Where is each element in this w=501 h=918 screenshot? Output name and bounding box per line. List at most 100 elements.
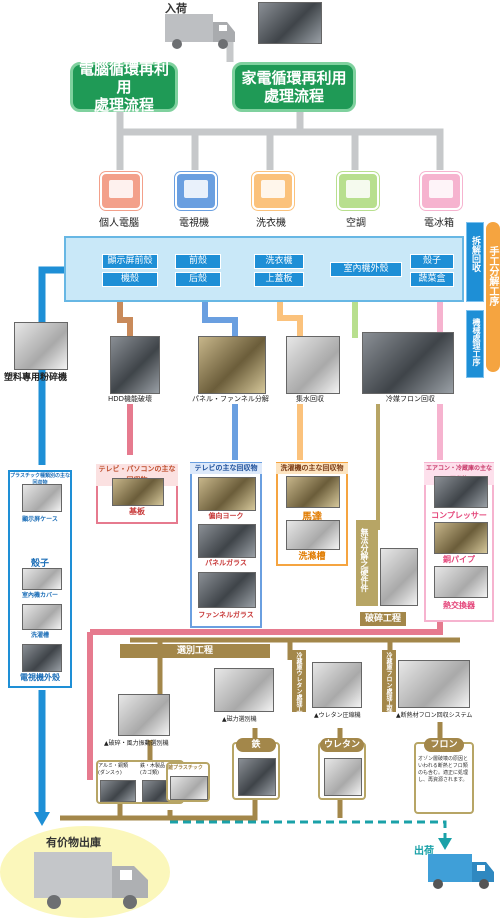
part-label: 顯示屏前殼 [102, 254, 158, 269]
tv-item-2-photo [198, 524, 256, 558]
washer-item-1-photo [286, 476, 340, 508]
plastic-item-2-photo [22, 568, 62, 590]
urethane-bin-photo [324, 758, 362, 796]
hdd-caption: HDD機能破壞 [108, 395, 153, 403]
iron-bin-label: 鉄 [236, 738, 276, 752]
ship-label: 出荷 [414, 846, 434, 857]
plastic-item-2: 室內機カバー [21, 592, 58, 599]
urethane-photo [312, 662, 362, 708]
hardware-tag [356, 520, 378, 606]
ac-item-1: コンプレッサー [431, 511, 487, 520]
plastic-item-1-photo [22, 484, 62, 512]
plastic-shredder-photo [14, 322, 68, 370]
tv-box-title: テレビの主な回収物 [190, 463, 262, 474]
ac-item-2: 銅パイプ [443, 555, 475, 564]
urethane-tag [292, 650, 306, 712]
hardware-tag-text: 無法分解之硬件件 [360, 528, 369, 592]
urethane-bin-label: ウレタン [320, 738, 364, 752]
tv-item-2: パネルガラス [205, 559, 247, 567]
fridge-icon [420, 172, 462, 210]
shred-label: 破碎工程 [360, 612, 406, 626]
part-label: 上蓋板 [254, 272, 304, 287]
device-label: 洗衣機 [256, 218, 286, 229]
aircon-icon [337, 172, 379, 210]
dismantle-tag-text: 拆解回收 [470, 236, 480, 272]
mech-tag [466, 310, 484, 378]
hdd-photo [110, 336, 160, 394]
part-label: 機殼 [102, 272, 158, 287]
valuable-truck-icon [34, 852, 148, 909]
ship-truck-icon [428, 854, 494, 889]
washer-item-1: 馬達 [302, 512, 322, 523]
plastic-item-1: 顯示屏ケース [22, 516, 58, 523]
plastic-mid-label: 殼子 [30, 559, 49, 569]
magnet-caption: ▲磁力選別機 [222, 716, 257, 723]
part-label: 蔬菜盒 [410, 272, 454, 287]
freon-system-photo [398, 660, 470, 708]
shredder-caption: ▲破碎・風力振動選別機 [104, 740, 169, 747]
washer-icon [252, 172, 294, 210]
arrival-truck-icon [165, 14, 235, 49]
device-label: 電冰箱 [424, 218, 454, 229]
plastic-item-3: 洗濯槽 [30, 632, 49, 639]
urethane-tag-text: 冷藏庫ウレタン處理工程 [295, 652, 302, 718]
computer-flow-box: 電腦循環再利用 處理流程 [70, 60, 178, 114]
magnet-photo [214, 668, 274, 712]
device-label: 電視機 [179, 218, 209, 229]
hardware-photo [380, 548, 418, 606]
freon-photo [362, 332, 454, 394]
plastic-item-4-photo [22, 644, 62, 672]
computer-icon [100, 172, 142, 210]
plastic-box-title: プラスチック種類別の主な回収物 [10, 473, 70, 486]
ac-item-1-photo [434, 476, 488, 508]
tvpc-item: 基板 [129, 507, 145, 516]
metals-bin-label-2: 鉄・木製品 (カゴ類) [140, 763, 166, 776]
mech-tag-text: 機械處理工序 [472, 318, 481, 366]
freon-bin [414, 742, 474, 814]
freon-system-caption: ▲断熱材フロン回収システム [396, 712, 473, 719]
manual-process-text: 手工分解工序 [487, 246, 498, 306]
tv-item-1: 偏向ヨーク [208, 512, 244, 520]
manual-process-bar [486, 222, 500, 372]
part-label: 洗衣機 [254, 254, 304, 269]
tv-icon [175, 172, 217, 210]
arrival-photo [258, 2, 322, 44]
panel-caption: パネル・ファンネル分解 [192, 395, 269, 403]
plastic-shredder-label: 塑料專用粉碎機 [4, 373, 68, 383]
freon-tag [382, 650, 396, 712]
ac-item-2-photo [434, 522, 488, 554]
tv-item-1-photo [198, 477, 256, 511]
plastic-bin-photo [170, 776, 208, 800]
freon-bin-label: フロン [424, 738, 464, 752]
iron-bin-photo [238, 758, 276, 796]
plastic-bin-label: 雑プラスチック [168, 765, 203, 771]
shredder-photo [118, 694, 170, 736]
part-label: 后殼 [175, 272, 221, 287]
appliance-flow-box: 家電循環再利用 處理流程 [232, 62, 356, 112]
device-label: 空調 [346, 218, 366, 229]
washer-item-2: 洗滌槽 [298, 552, 326, 562]
freon-caption: 冷媒フロン回収 [386, 395, 435, 403]
split-label: 選別工程 [120, 644, 270, 658]
panel-photo [198, 336, 266, 394]
ac-item-3-photo [434, 566, 488, 598]
manual-dismantle-band [64, 236, 464, 302]
tv-item-3: ファンネルガラス [198, 611, 254, 619]
drain-caption: 集水回収 [296, 395, 324, 403]
plastic-item-4: 電視機外殼 [20, 673, 60, 682]
device-label: 個人電腦 [99, 218, 139, 229]
part-label: 殼子 [410, 254, 454, 269]
freon-tag-text: 冷藏庫フロン處理工程 [385, 652, 392, 712]
tvpc-item-photo [112, 478, 164, 506]
tv-item-3-photo [198, 572, 256, 608]
part-label: 前殼 [175, 254, 221, 269]
urethane-caption: ▲ウレタン圧縮機 [314, 712, 361, 719]
dismantle-tag [466, 222, 484, 302]
drain-photo [286, 336, 340, 394]
arrival-label: 入荷 [165, 2, 187, 15]
ac-item-3: 熱交換器 [443, 601, 475, 610]
plastic-item-3-photo [22, 604, 62, 630]
metals-bin-label-1: アルミ・銅類 (ダンスゥ) [98, 763, 128, 776]
metals-photo-1 [100, 780, 136, 802]
